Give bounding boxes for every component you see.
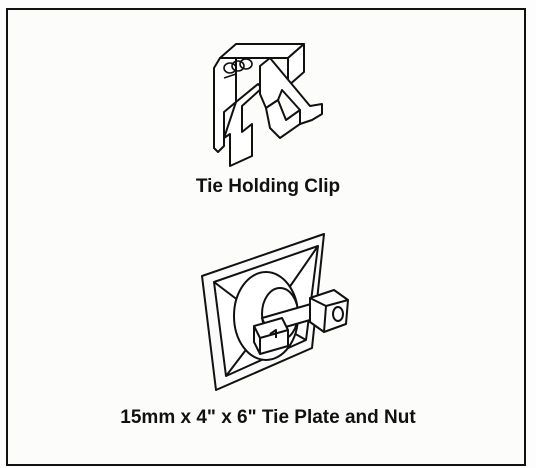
tie-plate-and-nut-caption: 15mm x 4" x 6" Tie Plate and Nut <box>120 407 416 428</box>
tie-plate-and-nut-icon <box>201 233 349 391</box>
tie-holding-clip-icon <box>213 43 323 167</box>
tie-holding-clip-caption: Tie Holding Clip <box>195 176 341 197</box>
